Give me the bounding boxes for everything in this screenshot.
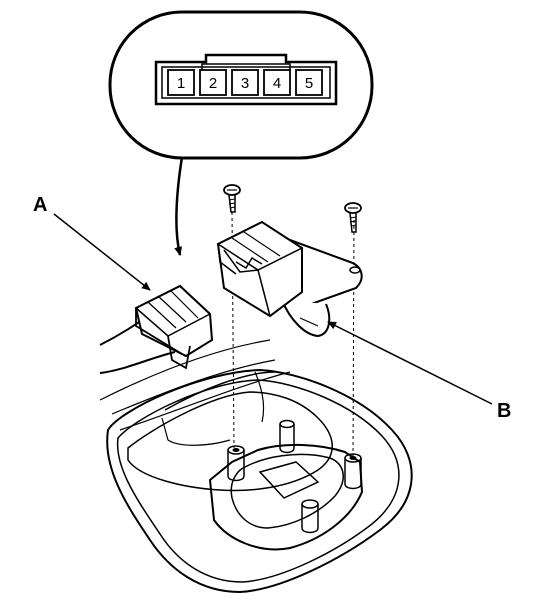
locating-post-upper <box>279 419 295 454</box>
pin-cell-2 <box>199 69 227 96</box>
pin-number-3: 3 <box>241 75 249 92</box>
console-inner-pocket <box>127 391 333 492</box>
pin-cell-5 <box>295 69 323 96</box>
mounting-boss-left <box>227 445 245 482</box>
mounting-boss-right <box>344 453 362 490</box>
sensor-assembly <box>216 220 363 338</box>
sensor-mount-base <box>208 443 364 551</box>
callout-arrow-b <box>327 321 493 405</box>
pin-number-1: 1 <box>177 75 185 92</box>
screw-left <box>223 184 241 213</box>
connector-housing <box>154 53 338 106</box>
callout-label-b: B <box>497 400 511 422</box>
harness-connector <box>99 284 214 374</box>
pin-cell-3 <box>231 69 259 96</box>
console-recess <box>99 339 413 594</box>
pin-number-4: 4 <box>273 75 281 92</box>
connector-bubble <box>108 10 374 160</box>
console-outer-rim <box>106 368 413 594</box>
connector-face-view: 1 2 3 4 5 <box>108 10 374 160</box>
pin-cell-4 <box>263 69 291 96</box>
pin-cell-1 <box>167 69 195 96</box>
pin-number-5: 5 <box>305 75 313 92</box>
screw-right <box>344 202 362 233</box>
alignment-line-right <box>352 219 355 457</box>
pin-number-2: 2 <box>209 75 217 92</box>
callout-arrow-a <box>53 213 151 291</box>
view-leader-line <box>174 156 184 256</box>
locating-post-lower <box>301 499 319 534</box>
callout-label-a: A <box>33 194 47 216</box>
